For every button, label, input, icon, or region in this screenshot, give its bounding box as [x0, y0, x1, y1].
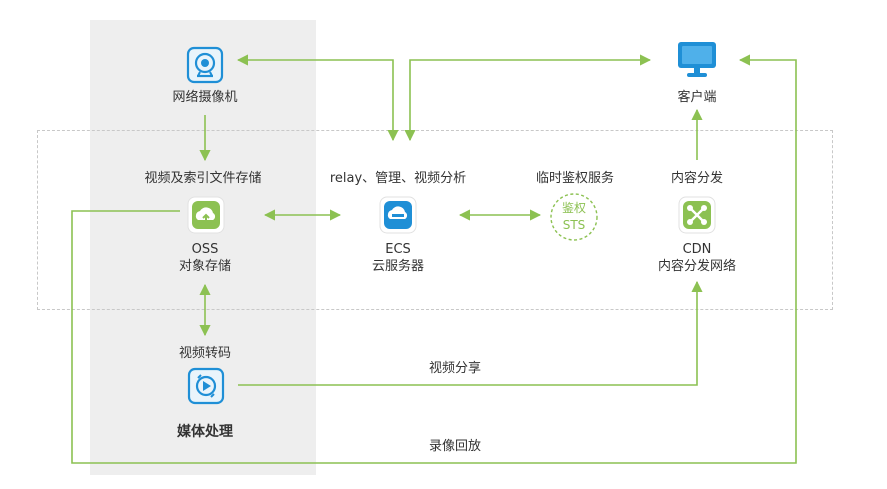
ecs-server-icon: [378, 195, 418, 235]
ecs-caption: relay、管理、视频分析: [329, 171, 467, 186]
oss-sub: 对象存储: [178, 259, 232, 274]
edge-ecs-to-client: [409, 54, 652, 138]
media-processing-label: 媒体处理: [177, 424, 233, 440]
monitor-icon: [676, 40, 718, 80]
ecs-sub: 云服务器: [371, 259, 425, 274]
edge-ecs-to-camera: [236, 54, 394, 138]
sts-caption: 临时鉴权服务: [535, 171, 615, 186]
oss-name: OSS: [191, 242, 219, 257]
cdn-network-icon: [677, 195, 717, 235]
cdn-name: CDN: [682, 242, 712, 257]
camera-label: 网络摄像机: [172, 90, 238, 105]
cdn-sub: 内容分发网络: [657, 259, 737, 274]
oss-caption: 视频及索引文件存储: [144, 171, 262, 186]
edge-label-share: 视频分享: [428, 361, 482, 376]
edge-share: [238, 280, 703, 386]
sts-badge-top: 鉴权: [561, 201, 587, 215]
edge-playback: [71, 54, 797, 464]
sts-badge-bottom: STS: [562, 218, 586, 232]
ecs-name: ECS: [385, 242, 411, 257]
transcode-icon: [186, 366, 226, 406]
camera-icon: [185, 45, 225, 85]
edge-label-playback: 录像回放: [428, 439, 482, 454]
sts-badge-icon: [548, 191, 600, 243]
cloud-boundary-box: [37, 130, 833, 310]
client-label: 客户端: [677, 90, 717, 105]
transcode-caption: 视频转码: [178, 346, 232, 361]
cdn-caption: 内容分发: [670, 171, 724, 186]
oss-storage-icon: [186, 195, 226, 235]
